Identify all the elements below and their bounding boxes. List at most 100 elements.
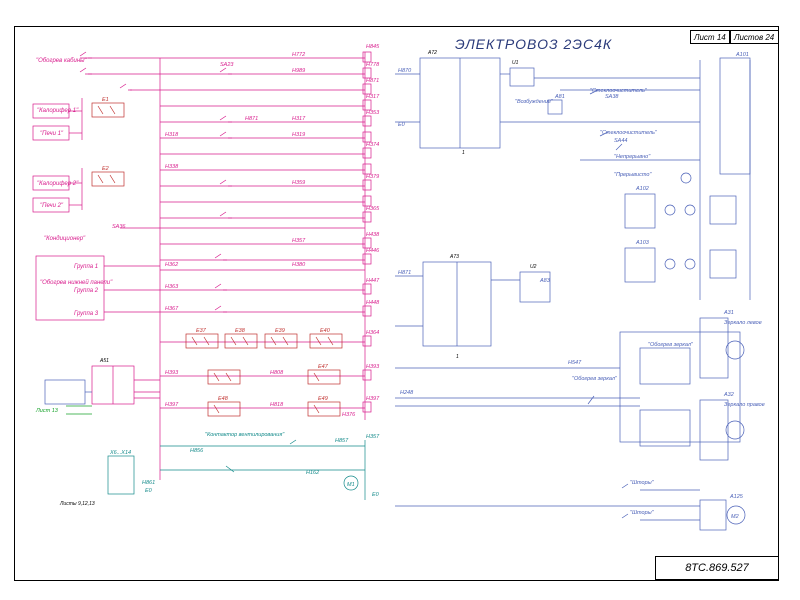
comp-e37: Е37 [196,328,207,334]
label-obogrev-zerkal-switch: "Обогрев зеркал" [572,376,618,382]
label-gruppa-2: Группа 2 [74,288,99,294]
comp-sa44: SA44 [614,138,627,144]
bus-label: Н365 [366,206,380,212]
comp-u1: U1 [512,60,519,66]
label-nepreryvno: "Непрерывно" [614,154,651,160]
comp-a81: А81 [554,94,565,100]
wire-n871: Н871 [245,116,258,122]
wire-n318: Н318 [165,132,179,138]
wire-n162: Н162 [306,470,319,476]
comp-a72: А72 [427,50,437,56]
wire-n818: Н818 [270,402,284,408]
comp-m2: М2 [731,514,739,520]
blue-wiring-right [395,57,751,531]
bus-label: Н357 [366,434,380,440]
wire-n393: Н393 [165,370,179,376]
label-obogrev-nizhney-paneli: "Обогрев нижней панели" [40,279,113,286]
wire-n397: Н397 [165,402,179,408]
wire-n319: Н319 [292,132,305,138]
wire-n871-right: Н871 [398,270,411,276]
wire-n367: Н367 [165,306,179,312]
wire-n856: Н856 [190,448,204,454]
bus-label: Н446 [366,248,380,254]
wire-n772: Н772 [292,52,305,58]
comp-a83: А83 [539,278,551,284]
wire-e0-right: Е0 [398,122,406,128]
label-shtory-1: "Шторы" [630,480,655,486]
comp-m1: М1 [347,482,355,488]
label-zerkalo-pravoe: Зеркало правое [724,402,765,408]
label-obogrev-kabiny: "Обогрев кабины" [36,58,88,64]
label-gruppa-3: Группа 3 [74,311,99,317]
green-wiring [66,405,92,415]
label-zerkalo-levoe: Зеркало левое [724,320,762,326]
bus-label: Н845 [366,44,380,50]
comp-e47: Е47 [318,364,329,370]
bus-label: Н317 [366,94,380,100]
drawing-frame [14,26,779,581]
bus-label: Н448 [366,300,380,306]
wire-n338: Н338 [165,164,179,170]
comp-e48: Е48 [218,396,229,402]
comp-e49: Е49 [318,396,328,402]
connector-1-top: 1 [462,150,465,156]
bus-label: Н379 [366,174,379,180]
comp-e39: Е39 [275,328,285,334]
wire-n359: Н359 [292,180,305,186]
sheet-reference: Лист 13 [35,408,59,414]
wire-n870: Н870 [398,68,412,74]
comp-a102: А102 [635,186,649,192]
comp-x6: Х6...Х14 [109,450,131,456]
comp-a125: А125 [729,494,744,500]
label-preryvisto: "Прерывисто" [614,172,652,178]
bus-label: Н447 [366,278,380,284]
label-kalorifer-2: "Калорифер 2" [37,181,79,187]
label-stekloochistitel-2: "Стеклоочиститель" [600,130,658,136]
label-pechi-2: "Печи 2" [40,203,64,209]
comp-e40: Е40 [320,328,331,334]
document-number: 8ТС.869.527 [655,556,779,580]
comp-a103: А103 [635,240,650,246]
bus-label: Н364 [366,330,379,336]
bus-label: Н871 [366,78,379,84]
label-shtory-2: "Шторы" [630,510,655,516]
bus-label: Н353 [366,110,380,116]
wire-n808: Н808 [270,370,284,376]
bus-label: Н438 [366,232,380,238]
teal-wiring [107,439,366,500]
label-obogrev-zerkal: "Обогрев зеркал" [648,342,694,348]
wire-n363: Н363 [165,284,179,290]
wire-e0: Е0 [145,488,153,494]
comp-a73: А73 [449,254,459,260]
comp-a101: А101 [735,52,749,58]
wire-n362: Н362 [165,262,178,268]
heater-blocks [91,102,343,417]
comp-u2: U2 [530,264,537,270]
bus-label: Н778 [366,62,380,68]
footnote-sheets: Листы 9,12,13 [59,501,95,507]
comp-sa23: SA23 [220,62,234,68]
magenta-wiring [32,51,372,480]
comp-ek2: Е2 [102,166,109,172]
wire-n357: Н357 [292,238,306,244]
wire-n317: Н317 [292,116,306,122]
label-gruppa-1: Группа 1 [74,264,98,270]
comp-ek1: Е1 [102,97,109,103]
wire-n248: Н248 [400,390,414,396]
comp-sa38: SA38 [605,94,619,100]
bus-label: Н374 [366,142,379,148]
comp-a31: А31 [723,310,734,316]
comp-e38: Е38 [235,328,246,334]
bus-label: Е0 [372,492,380,498]
wire-n861: Н861 [142,480,155,486]
wire-n989: Н989 [292,68,305,74]
bus-label: Н393 [366,364,380,370]
wire-n380: Н380 [292,262,306,268]
comp-a32: А32 [723,392,734,398]
sheet-number: Лист 14 [690,30,730,44]
wire-n857: Н857 [335,438,349,444]
bus-label: Н397 [366,396,380,402]
label-kontaktor: "Контактор вентилирования" [205,432,285,438]
